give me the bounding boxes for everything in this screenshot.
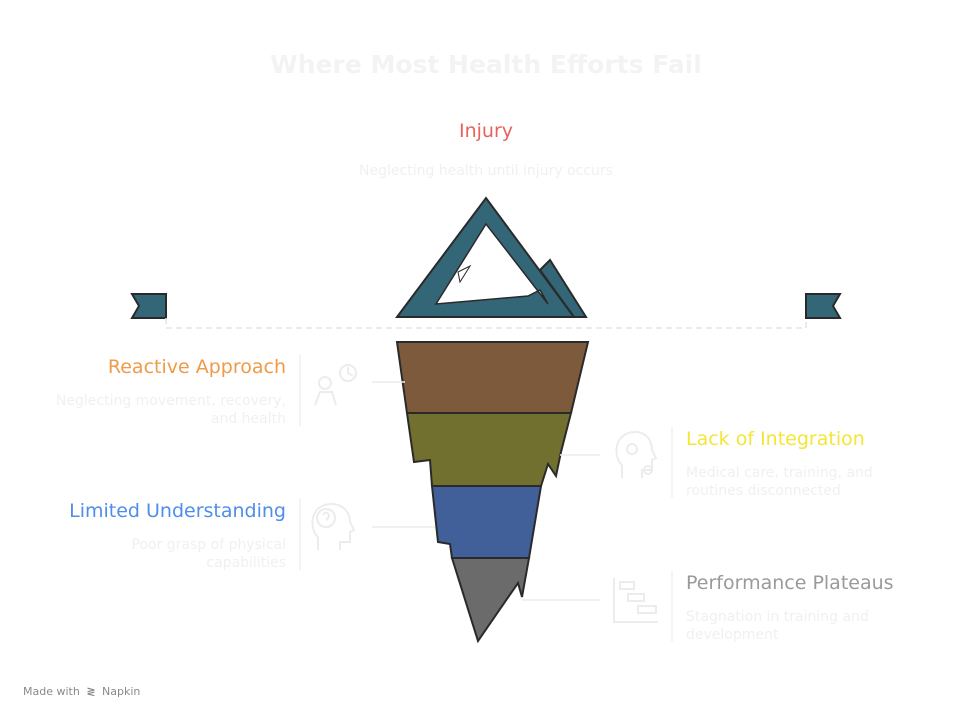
head-gears-icon xyxy=(615,431,658,478)
made-with-text: Made with xyxy=(23,685,80,698)
limited-understanding-desc-line2: capabilities xyxy=(206,555,286,571)
lack-of-integration-description: Medical care, training, and routines dis… xyxy=(686,464,936,500)
reactive-approach-desc-line1: Neglecting movement, recovery, xyxy=(55,393,286,409)
iceberg-tip-highlight xyxy=(434,222,549,305)
right-flag-icon xyxy=(805,293,842,319)
injury-label: Injury xyxy=(458,120,514,142)
person-clock-icon xyxy=(314,364,357,406)
limited-understanding-description: Poor grasp of physical capabilities xyxy=(40,536,286,572)
lack-of-integration-label: Lack of Integration xyxy=(686,428,865,450)
napkin-logo-icon: ≷ xyxy=(86,685,96,698)
layer-reactive-approach xyxy=(395,341,590,414)
layer-limited-understanding xyxy=(430,485,543,559)
injury-description: Neglecting health until injury occurs xyxy=(359,163,613,179)
performance-plateaus-label: Performance Plateaus xyxy=(686,572,894,594)
reactive-approach-description: Neglecting movement, recovery, and healt… xyxy=(40,392,286,428)
brand-name: Napkin xyxy=(102,685,141,698)
head-question-icon xyxy=(311,503,356,550)
limited-understanding-desc-line1: Poor grasp of physical xyxy=(131,537,286,553)
page-title: Where Most Health Efforts Fail xyxy=(270,50,702,79)
lack-of-integration-desc-line2: routines disconnected xyxy=(686,483,841,499)
left-flag-icon xyxy=(130,293,167,319)
limited-understanding-label: Limited Understanding xyxy=(69,500,286,522)
gantt-chart-icon xyxy=(613,578,658,623)
reactive-approach-label: Reactive Approach xyxy=(107,356,286,378)
waterline xyxy=(165,318,807,329)
layer-performance-plateaus xyxy=(450,557,531,644)
lack-of-integration-desc-line1: Medical care, training, and xyxy=(686,465,873,481)
footer: Made with ≷ Napkin xyxy=(23,685,140,698)
layer-lack-of-integration xyxy=(405,412,573,487)
performance-plateaus-desc-line1: Stagnation in training and xyxy=(686,609,869,625)
performance-plateaus-description: Stagnation in training and development xyxy=(686,608,936,644)
reactive-approach-desc-line2: and health xyxy=(210,411,286,427)
performance-plateaus-desc-line2: development xyxy=(686,627,779,643)
